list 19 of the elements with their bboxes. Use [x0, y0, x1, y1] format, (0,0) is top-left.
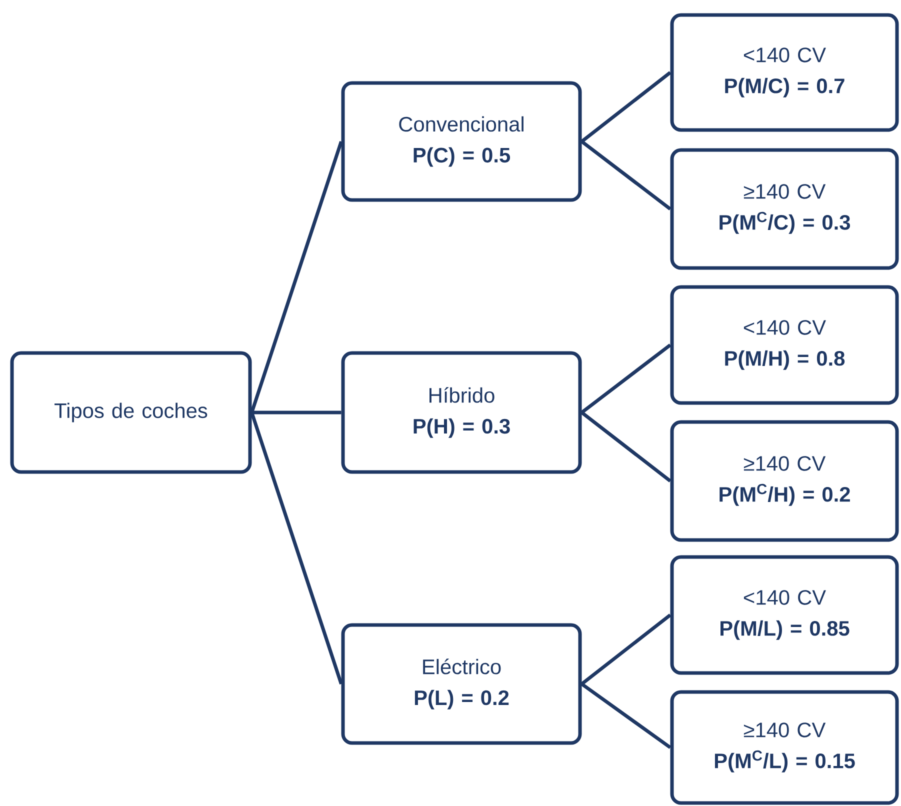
- connector-line: [252, 410, 342, 414]
- root-box: Tipos de coches: [10, 351, 252, 474]
- outcome-box: ≥140 CV P(M$^{C}$/C) = 0.3: [670, 148, 899, 270]
- connector-line: [580, 682, 672, 749]
- category-box: Eléctrico P(L) = 0.2: [341, 623, 582, 745]
- connector-line: [580, 71, 672, 143]
- outcome-box: <140 CV P(M/H) = 0.8: [670, 285, 899, 405]
- connector-line: [580, 411, 672, 482]
- outcome-box: <140 CV P(M/L) = 0.85: [670, 555, 899, 675]
- category-box: Convencional P(C) = 0.5: [341, 81, 582, 202]
- outcome-box: ≥140 CV P(M$^{C}$/H) = 0.2: [670, 420, 899, 542]
- connector-line: [250, 412, 343, 685]
- category-box: Híbrido P(H) = 0.3: [341, 351, 582, 474]
- connector-line: [250, 140, 343, 414]
- connector-line: [580, 140, 672, 210]
- outcome-box: <140 CV P(M/C) = 0.7: [670, 13, 899, 132]
- connector-line: [580, 344, 672, 414]
- connector-line: [580, 614, 672, 686]
- outcome-box: ≥140 CV P(M$^{C}$/L) = 0.15: [670, 690, 899, 805]
